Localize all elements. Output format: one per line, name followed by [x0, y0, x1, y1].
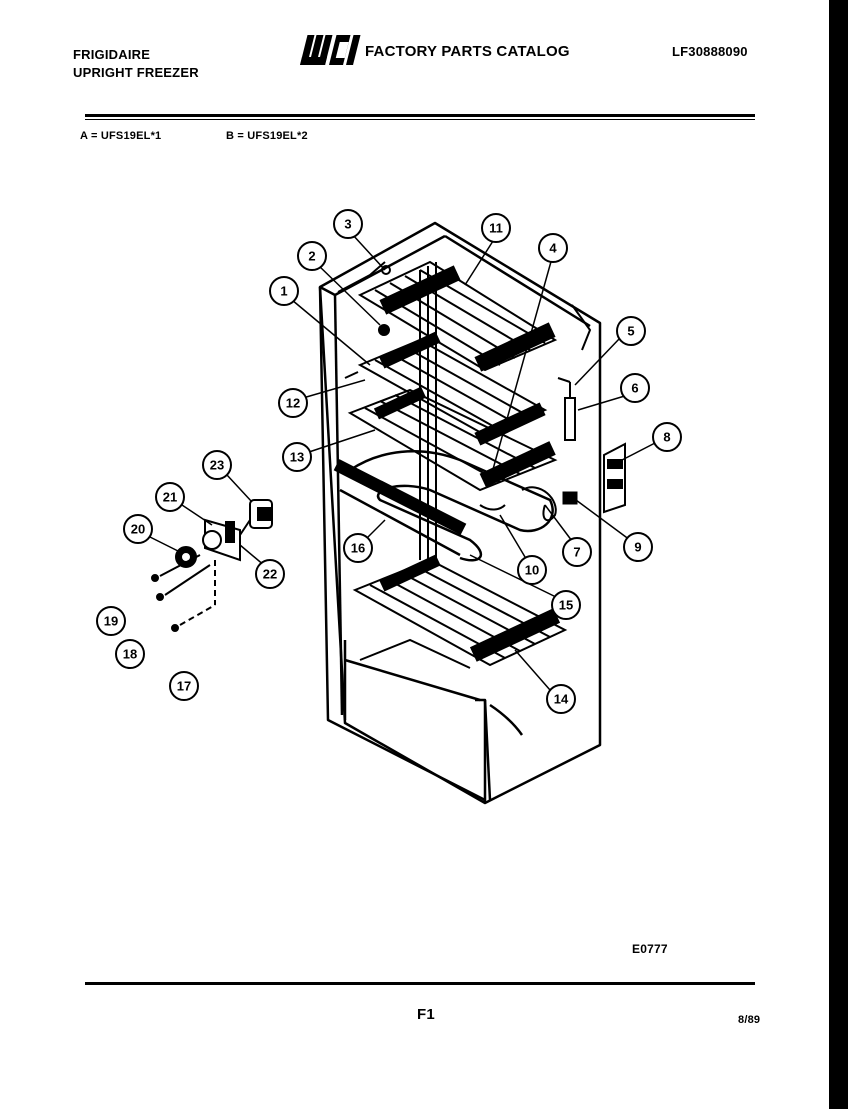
- date-label: 8/89: [738, 1014, 761, 1026]
- header-rule-thin: [85, 119, 755, 120]
- callout-9: 9: [634, 540, 641, 555]
- diagram-code: E0777: [632, 942, 668, 956]
- callout-badges: [96, 209, 682, 714]
- callout-14: 14: [554, 692, 569, 707]
- callout-4: 4: [549, 241, 557, 256]
- callout-13: 13: [290, 450, 304, 465]
- leader-lines: [149, 233, 656, 691]
- callout-15: 15: [559, 598, 573, 613]
- callout-3: 3: [344, 217, 351, 232]
- callout-17: 17: [177, 679, 191, 694]
- callout-10: 10: [525, 563, 539, 578]
- bracket-part: [603, 442, 626, 514]
- callout-labels: 1 2 3 4 5 6 8 9 7 10 11 12 13 14 15 16 1…: [104, 217, 671, 707]
- brand-name: FRIGIDAIRE: [73, 47, 151, 62]
- clip-part: [562, 491, 578, 505]
- callout-16: 16: [351, 541, 365, 556]
- callout-6: 6: [631, 381, 638, 396]
- catalog-title: FACTORY PARTS CATALOG: [365, 43, 570, 60]
- brand-block: FRIGIDAIRE UPRIGHT FREEZER: [73, 46, 199, 82]
- callout-2: 2: [308, 249, 315, 264]
- catalog-sheet: FRIGIDAIRE UPRIGHT FREEZER FACTORY PARTS…: [0, 0, 829, 1109]
- bottom-coil: [352, 554, 568, 669]
- callout-5: 5: [627, 324, 634, 339]
- figure-label: F1: [417, 1006, 435, 1023]
- shelf-coil: [333, 450, 554, 562]
- callout-22: 22: [263, 567, 277, 582]
- callout-12: 12: [286, 396, 300, 411]
- callout-21: 21: [163, 490, 177, 505]
- callout-11: 11: [489, 221, 503, 236]
- callout-23: 23: [210, 458, 224, 473]
- callout-18: 18: [123, 647, 137, 662]
- model-b: B = UFS19EL*2: [226, 130, 308, 142]
- callout-1: 1: [280, 284, 287, 299]
- drier-part: [557, 377, 576, 441]
- wire-part: [479, 486, 557, 522]
- top-clip-part: [337, 261, 592, 379]
- product-type: UPRIGHT FREEZER: [73, 65, 199, 80]
- cabinet: [318, 221, 602, 805]
- callout-20: 20: [131, 522, 145, 537]
- header-rule: [85, 114, 755, 117]
- exploded-parts-diagram: 1 2 3 4 5 6 8 9 7 10 11 12 13 14 15 16 1…: [96, 209, 682, 805]
- callout-8: 8: [663, 430, 670, 445]
- callout-19: 19: [104, 614, 118, 629]
- thermostat-assembly: [151, 499, 273, 632]
- callout-7: 7: [573, 545, 580, 560]
- model-a: A = UFS19EL*1: [80, 130, 162, 142]
- wci-logo: [300, 35, 361, 65]
- part-number: LF30888090: [672, 44, 748, 59]
- footer-rule: [85, 982, 755, 985]
